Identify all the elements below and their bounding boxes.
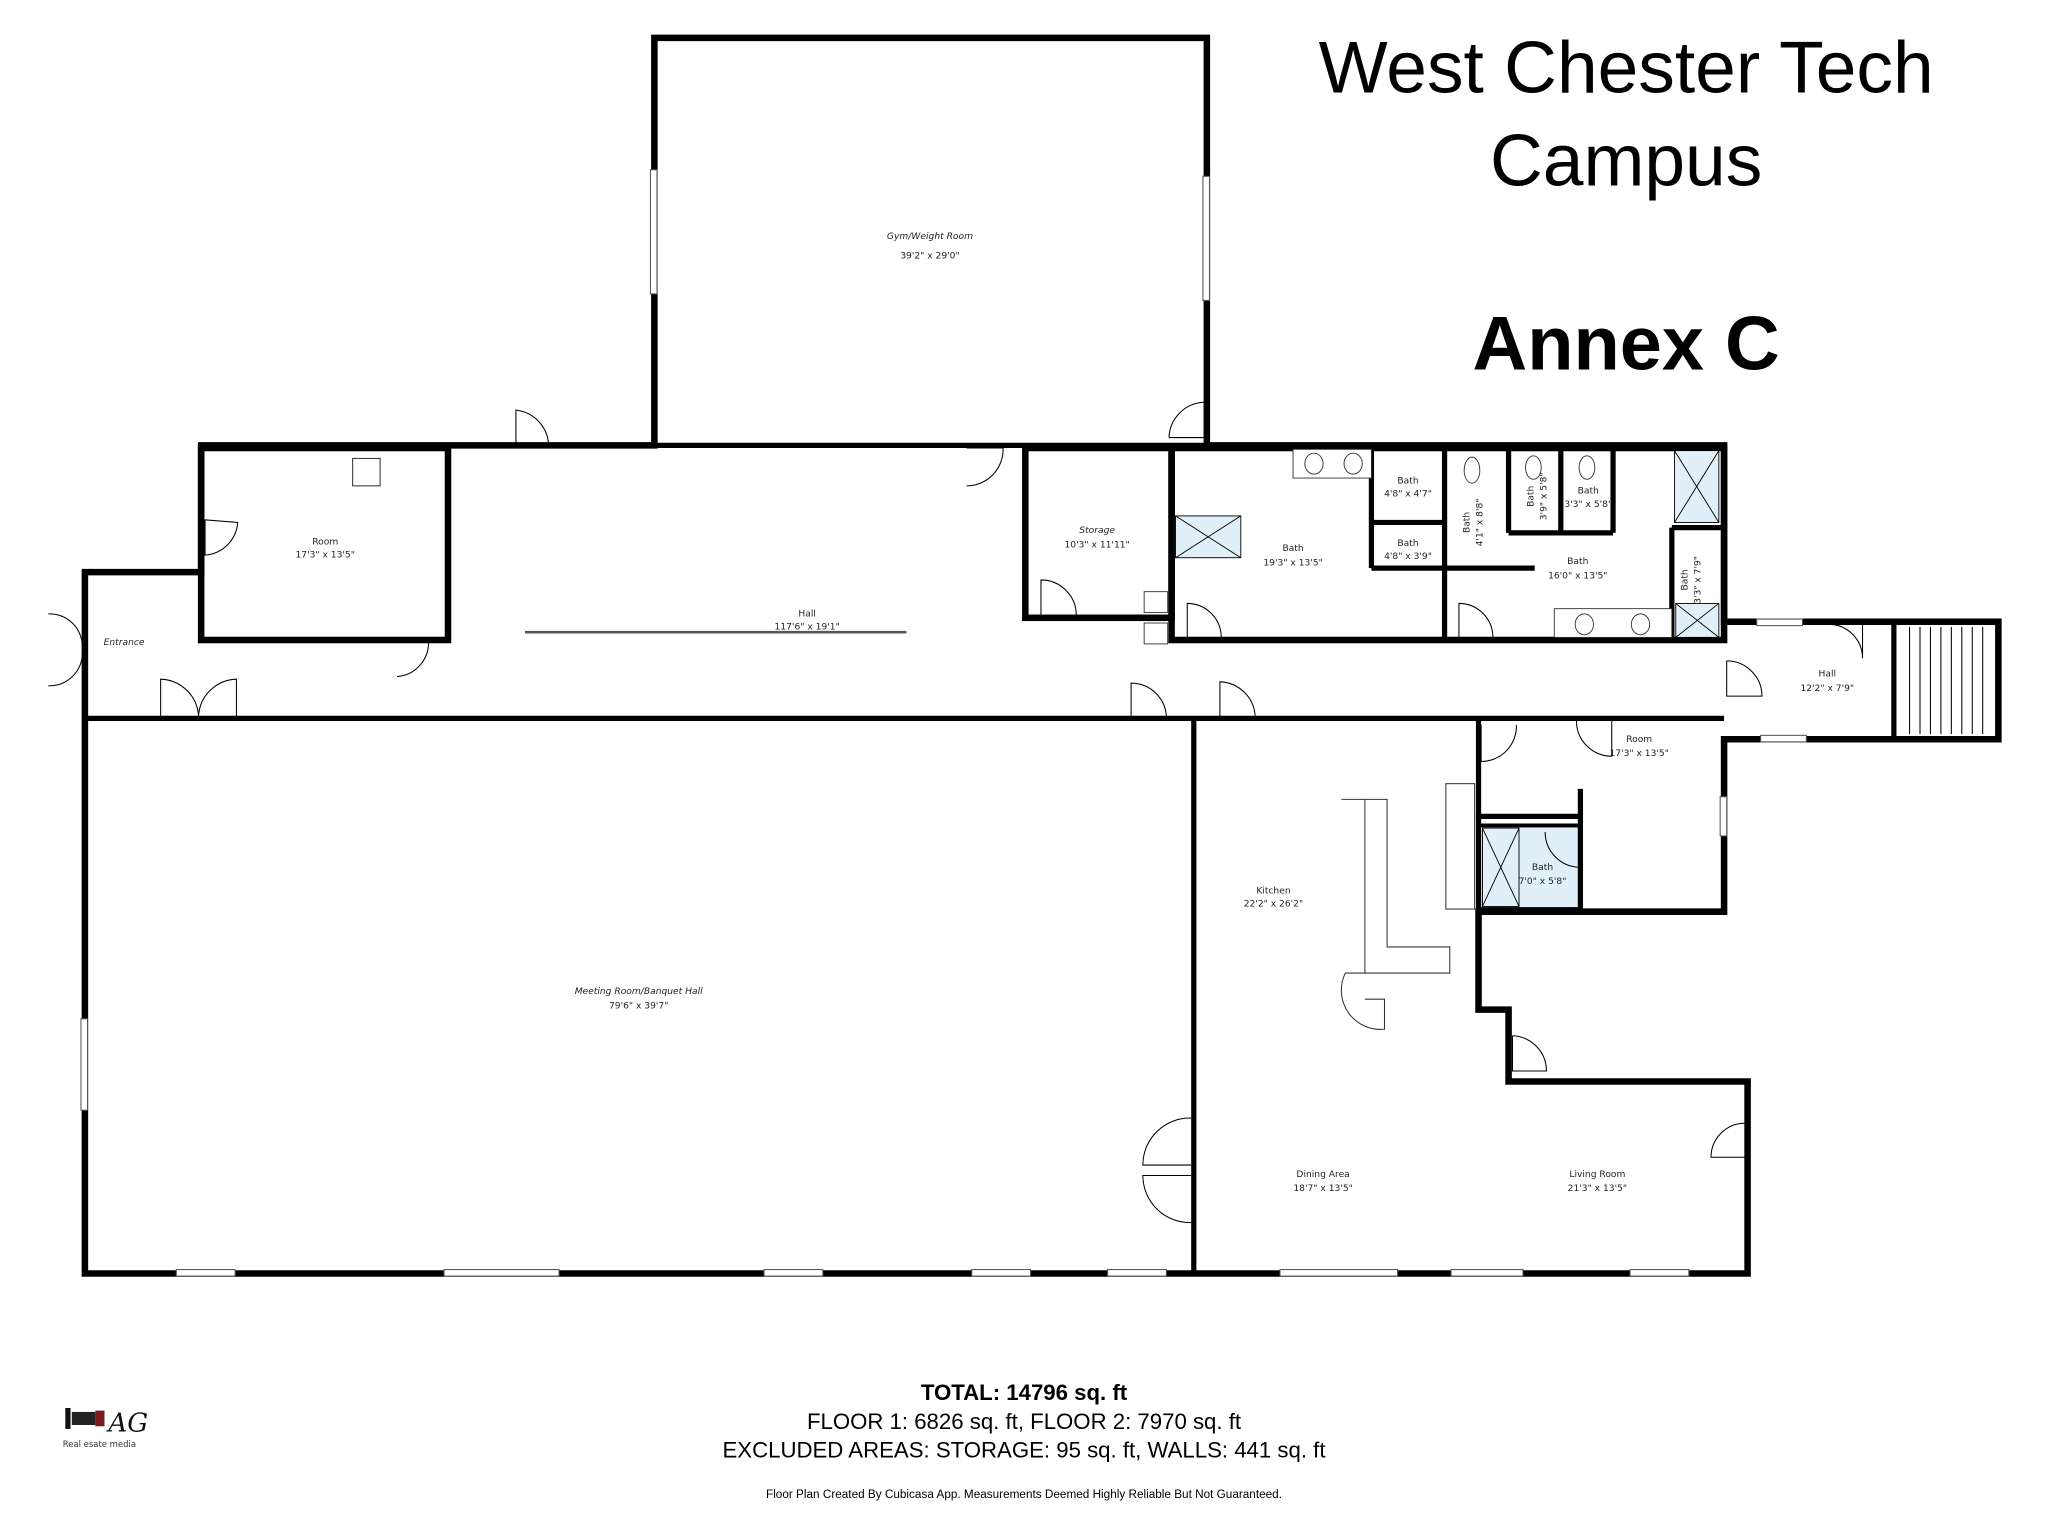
room-name-room-left: Room: [312, 538, 338, 548]
room-name-hall: Hall: [798, 609, 816, 619]
room-name-dining: Dining Area: [1296, 1170, 1349, 1180]
room-dims-bath: 3'3" x 7'9": [1694, 556, 1704, 604]
room-dims-room-right: 17'3" x 13'5": [1609, 749, 1668, 759]
room-dims-bath: 16'0" x 13'5": [1548, 572, 1607, 582]
room-dims-room-left: 17'3" x 13'5": [295, 551, 354, 561]
camera-icon: [65, 1408, 71, 1429]
logo-mark: AG: [106, 1409, 148, 1439]
room-dims-hall-right: 12'2" x 7'9": [1800, 684, 1854, 694]
room-name-gym: Gym/Weight Room: [887, 232, 973, 242]
room-dims-bath: 3'9" x 5'8": [1539, 472, 1549, 520]
room-dims-dining: 18'7" x 13'5": [1293, 1184, 1352, 1194]
room-dims-hall: 117'6" x 19'1": [775, 623, 840, 633]
room-name-bath: Bath: [1578, 487, 1599, 497]
window: [80, 169, 1807, 1277]
room-name-bath: Bath: [1397, 476, 1418, 486]
room-name-entrance: Entrance: [104, 638, 145, 648]
room-dims-bath: 3'3" x 5'8": [1564, 500, 1612, 510]
room-name-bath-small: Bath: [1532, 863, 1553, 873]
kitchen-counter: [352, 457, 1476, 1030]
room-name-bath: Bath: [1282, 544, 1303, 554]
title-line-2: Campus: [1490, 120, 1762, 201]
logo: AG Real esate media: [63, 1408, 148, 1449]
room-dims-meeting: 79'6" x 39'7": [609, 1001, 668, 1011]
room-dims-bath: 4'8" x 3'9": [1384, 552, 1432, 562]
room-dims-kitchen: 22'2" x 26'2": [1244, 899, 1303, 909]
room-name-kitchen: Kitchen: [1256, 886, 1291, 896]
room-dims-living: 21'3" x 13'5": [1568, 1184, 1627, 1194]
logo-caption: Real esate media: [63, 1439, 136, 1449]
room-dims-bath: 4'8" x 4'7": [1384, 489, 1432, 499]
room-name-hall-right: Hall: [1818, 670, 1836, 680]
door-icon: [48, 401, 1864, 1224]
excluded-areas: EXCLUDED AREAS: STORAGE: 95 sq. ft, WALL…: [723, 1438, 1326, 1463]
room-name-bath: Bath: [1567, 557, 1588, 567]
room-name-meeting: Meeting Room/Banquet Hall: [575, 987, 703, 997]
total-area: TOTAL: 14796 sq. ft: [921, 1380, 1128, 1405]
room-name-bath: Bath: [1681, 569, 1691, 590]
room-name-storage: Storage: [1079, 526, 1115, 536]
room-name-bath: Bath: [1397, 539, 1418, 549]
floor-areas: FLOOR 1: 6826 sq. ft, FLOOR 2: 7970 sq. …: [807, 1409, 1241, 1434]
disclaimer: Floor Plan Created By Cubicasa App. Meas…: [766, 1488, 1282, 1501]
sink-icon: [1143, 448, 1673, 645]
room-name-bath: Bath: [1526, 486, 1536, 507]
annex-label: Annex C: [1472, 302, 1779, 387]
building-outline: [81, 34, 2002, 1277]
toilet-icon: [1463, 455, 1596, 484]
room-name-room-right: Room: [1626, 735, 1652, 745]
stairs: [1909, 626, 1984, 735]
room-name-living: Living Room: [1569, 1170, 1625, 1180]
room-left-walls: [197, 444, 452, 644]
room-name-bath: Bath: [1462, 512, 1472, 533]
room-dims-bath-small: 7'0" x 5'8": [1519, 877, 1567, 887]
room-dims-bath: 19'3" x 13'5": [1263, 559, 1322, 569]
title-line-1: West Chester Tech: [1319, 28, 1934, 109]
room-dims-bath: 4'1" x 8'8": [1475, 499, 1485, 547]
room-dims-gym: 39'2" x 29'0": [900, 252, 959, 262]
shower-icon: [1175, 450, 1720, 907]
room-dims-storage: 10'3" x 11'11": [1065, 540, 1130, 550]
